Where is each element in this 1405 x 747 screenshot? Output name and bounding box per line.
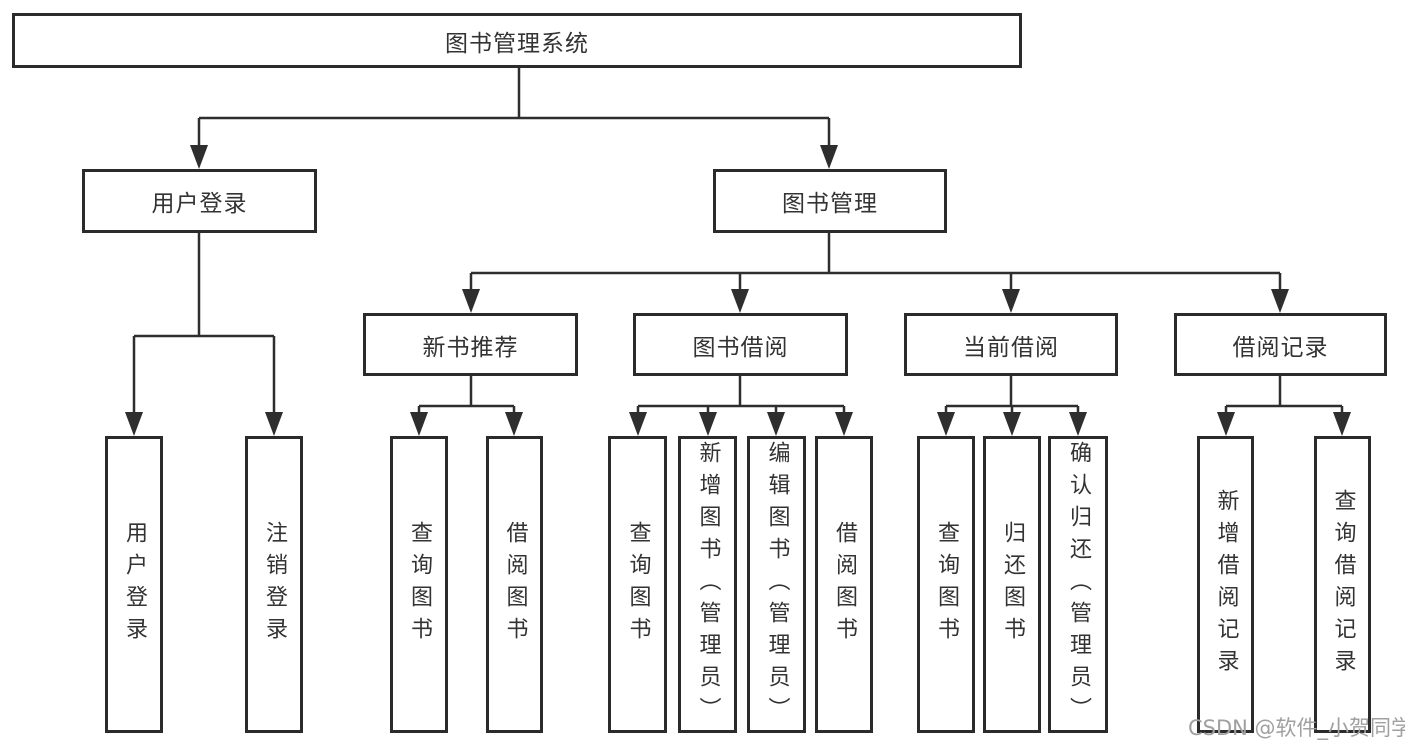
leaf-query-books-current: 查询图书 xyxy=(917,436,975,733)
node-label: 归还图书 xyxy=(1000,520,1025,649)
node-label: 图书借阅 xyxy=(692,334,789,361)
leaf-borrow-books-borrowing: 借阅图书 xyxy=(815,436,873,733)
leaf-edit-books-admin: 编辑图书（管理员） xyxy=(747,436,806,733)
node-borrowing-records: 借阅记录 xyxy=(1174,313,1387,376)
node-label: 用户登录 xyxy=(122,520,147,649)
leaf-confirm-return-admin: 确认归还（管理员） xyxy=(1048,436,1108,733)
node-label: 新增借阅记录 xyxy=(1213,488,1239,681)
node-root-library-system: 图书管理系统 xyxy=(12,13,1022,68)
node-book-borrowing: 图书借阅 xyxy=(633,313,848,376)
node-label: 新增图书（管理员） xyxy=(695,440,721,729)
node-label: 用户登录 xyxy=(151,191,248,217)
leaf-query-books-borrowing: 查询图书 xyxy=(608,436,667,733)
node-label: 查询图书 xyxy=(934,520,959,649)
node-label: 查询图书 xyxy=(625,520,651,649)
node-label: 编辑图书（管理员） xyxy=(764,440,790,729)
node-current-borrowing: 当前借阅 xyxy=(904,313,1118,376)
leaf-query-borrow-record: 查询借阅记录 xyxy=(1314,436,1371,733)
node-label: 确认归还（管理员） xyxy=(1066,440,1091,729)
leaf-return-books: 归还图书 xyxy=(983,436,1041,733)
node-user-login: 用户登录 xyxy=(82,169,317,233)
leaf-query-books-recommend: 查询图书 xyxy=(390,436,448,733)
node-new-book-recommendation: 新书推荐 xyxy=(363,313,578,376)
leaf-borrow-books-recommend: 借阅图书 xyxy=(486,436,543,733)
leaf-user-login: 用户登录 xyxy=(105,436,163,733)
leaf-add-books-admin: 新增图书（管理员） xyxy=(678,436,737,733)
node-label: 图书管理 xyxy=(782,191,878,217)
node-book-management: 图书管理 xyxy=(713,169,947,233)
csdn-watermark: CSDN @软件_小贺同学 xyxy=(1188,716,1405,740)
node-label: 查询图书 xyxy=(407,520,432,649)
leaf-logout: 注销登录 xyxy=(245,436,303,733)
node-label: 注销登录 xyxy=(262,520,287,649)
node-label: 借阅图书 xyxy=(502,520,528,649)
node-label: 查询借阅记录 xyxy=(1330,488,1356,681)
node-label: 新书推荐 xyxy=(422,334,519,361)
node-label: 当前借阅 xyxy=(963,334,1059,361)
node-label: 借阅记录 xyxy=(1232,334,1329,361)
leaf-add-borrow-record: 新增借阅记录 xyxy=(1197,436,1254,733)
node-label: 借阅图书 xyxy=(832,520,857,649)
node-label: 图书管理系统 xyxy=(445,30,589,57)
